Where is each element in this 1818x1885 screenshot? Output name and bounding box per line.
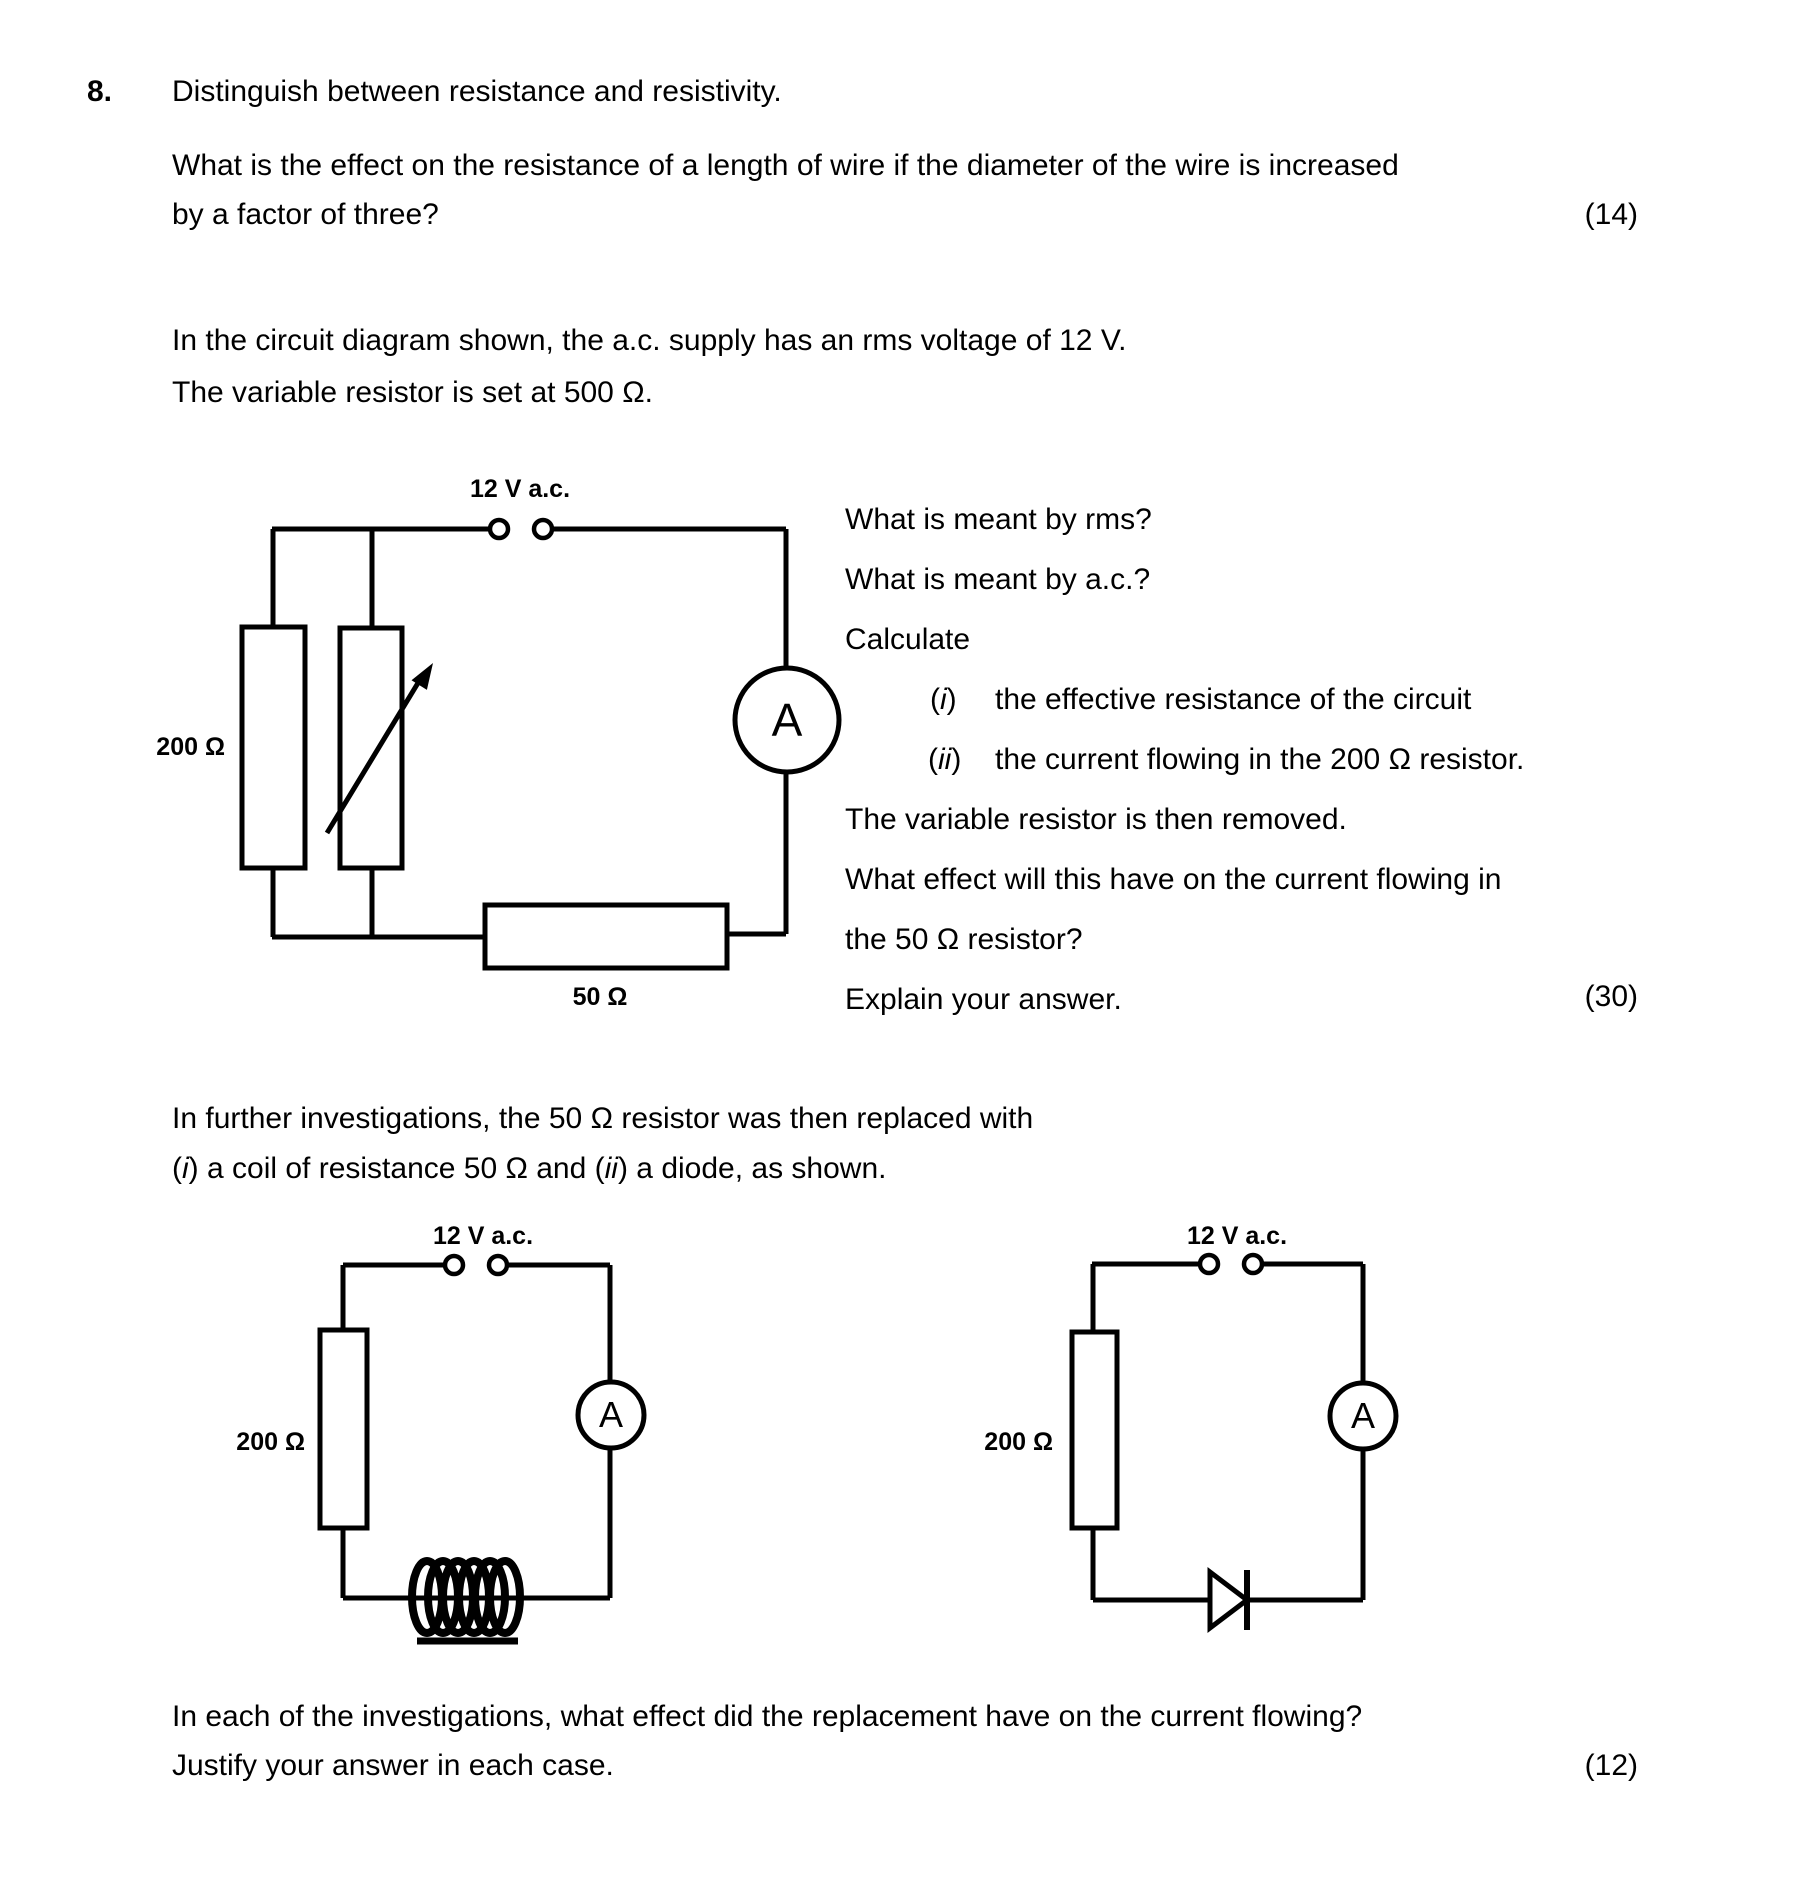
- circuit3-ammeter-letter: A: [1350, 1395, 1375, 1436]
- circuit3-supply-label: 12 V a.c.: [1186, 1222, 1288, 1250]
- variable-resistor-symbol: [337, 625, 405, 871]
- variable-resistor-arrowhead: [411, 663, 433, 690]
- diode-icon: [1207, 1566, 1252, 1634]
- resistor-symbol-200: [1069, 1329, 1120, 1531]
- coil-icon: [408, 1557, 524, 1637]
- ammeter-icon: [575, 1379, 647, 1451]
- supply-terminal-icon: [1197, 1252, 1221, 1276]
- further-line-2: (i) a coil of resistance 50 Ω and (ii) a…: [172, 1150, 886, 1188]
- bracket: (: [928, 743, 938, 776]
- supply-terminal-icon: [531, 517, 555, 541]
- roman-ii: ii: [604, 1152, 618, 1185]
- bracket: ): [951, 743, 962, 776]
- resistor-symbol-200: [317, 1327, 370, 1531]
- circuit2-supply-label: 12 V a.c.: [432, 1222, 534, 1250]
- question-calculate: Calculate: [845, 623, 971, 656]
- roman-i: i: [940, 683, 947, 716]
- circuit3-resistor-label: 200 Ω: [984, 1428, 1053, 1456]
- question-effect-1: What effect will this have on the curren…: [845, 863, 1502, 896]
- calc-item-1-text: the effective resistance of the circuit: [995, 683, 1472, 716]
- circuit2-ammeter-letter: A: [598, 1394, 623, 1435]
- ammeter-icon: [732, 665, 842, 775]
- question-number: 8.: [87, 75, 113, 108]
- question-explain: Explain your answer.: [845, 983, 1122, 1016]
- question-rms: What is meant by rms?: [845, 503, 1152, 536]
- supply-terminal-icon: [487, 517, 511, 541]
- footer-line-2: Justify your answer in each case.: [172, 1749, 614, 1782]
- circuit3-diagram: [1069, 1252, 1399, 1634]
- resistor-symbol-200: [239, 624, 308, 871]
- question-effect-2: the 50 Ω resistor?: [845, 923, 1083, 956]
- question-line-1: Distinguish between resistance and resis…: [172, 75, 782, 108]
- calc-item-2-text: the current flowing in the 200 Ω resisto…: [995, 743, 1525, 776]
- question-ac: What is meant by a.c.?: [845, 563, 1151, 596]
- footer-line-1: In each of the investigations, what effe…: [172, 1700, 1363, 1733]
- circuit2-resistor-label: 200 Ω: [236, 1428, 305, 1456]
- circuit1-resistor-label: 200 Ω: [156, 733, 225, 761]
- circuit1-series-resistor-label: 50 Ω: [572, 983, 628, 1011]
- calc-item-2-marker: (ii): [928, 741, 961, 779]
- circuit1-diagram: [239, 517, 842, 971]
- intro-line-2: The variable resistor is set at 500 Ω.: [172, 376, 653, 409]
- question-line-2: What is the effect on the resistance of …: [172, 149, 1399, 182]
- bracket: (: [930, 683, 940, 716]
- text-part: ) a diode, as shown.: [617, 1152, 887, 1185]
- circuit1-wires: [270, 526, 789, 940]
- marks-12: (12): [1584, 1749, 1638, 1782]
- marks-30: (30): [1584, 980, 1638, 1013]
- supply-terminal-icon: [1241, 1252, 1265, 1276]
- calc-item-1-marker: (i): [930, 681, 957, 719]
- variable-resistor-arrow: [324, 676, 424, 835]
- series-resistor-symbol-50: [482, 902, 730, 971]
- text-part: ) a coil of resistance 50 Ω and (: [188, 1152, 605, 1185]
- question-removed: The variable resistor is then removed.: [845, 803, 1347, 836]
- text-part: (: [172, 1152, 182, 1185]
- supply-terminal-icon: [486, 1253, 510, 1277]
- supply-terminal-icon: [442, 1253, 466, 1277]
- intro-line-1: In the circuit diagram shown, the a.c. s…: [172, 324, 1127, 357]
- circuit1-supply-label: 12 V a.c.: [469, 475, 571, 503]
- bracket: ): [946, 683, 957, 716]
- further-line-1: In further investigations, the 50 Ω resi…: [172, 1102, 1034, 1135]
- ammeter-icon: [1327, 1380, 1399, 1452]
- circuit3-wires: [1090, 1261, 1366, 1603]
- circuit1-ammeter-letter: A: [771, 694, 803, 746]
- roman-ii: ii: [938, 743, 952, 776]
- roman-i: i: [182, 1152, 189, 1185]
- circuit2-wires: [340, 1262, 613, 1601]
- question-line-3: by a factor of three?: [172, 198, 439, 231]
- circuit2-diagram: [317, 1253, 647, 1645]
- marks-14: (14): [1584, 198, 1638, 231]
